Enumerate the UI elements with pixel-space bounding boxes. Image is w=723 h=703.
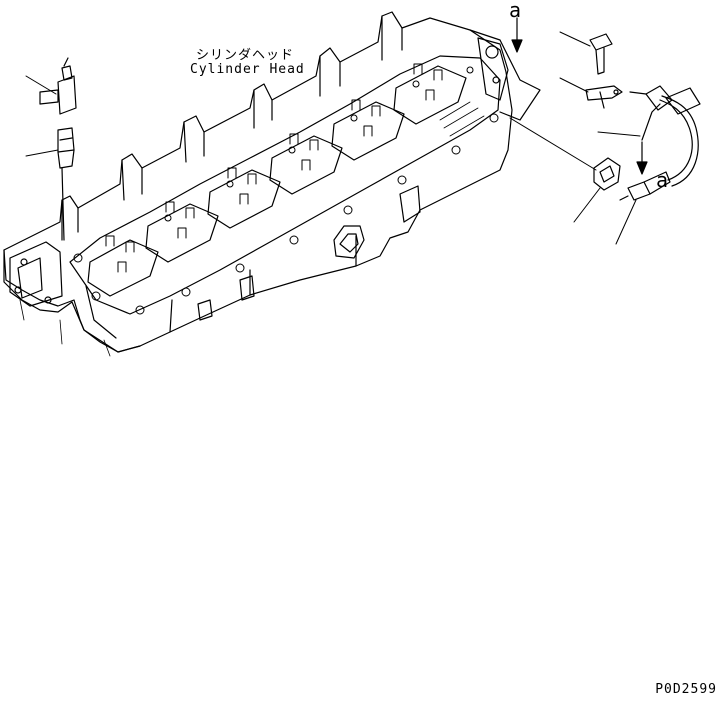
drawing-code: P0D2599 (655, 682, 717, 697)
flange-bolt-drawing (589, 33, 613, 75)
reference-arrow-a (511, 17, 523, 53)
cylinder-head-label-en: Cylinder Head (190, 62, 305, 77)
connector-nipple-drawing (57, 127, 75, 241)
drain-plug-drawing (593, 157, 621, 191)
reference-mark-a-lower: a (656, 168, 669, 192)
leader-lines (25, 31, 641, 245)
reference-arrow-a-lower (636, 141, 648, 175)
cylinder-head-drawing (3, 11, 541, 357)
cylinder-head-label-jp: シリンダヘッド (196, 48, 295, 63)
sensor-bracket-drawing (585, 85, 623, 109)
temperature-sensor-drawing (619, 171, 671, 201)
sensor-harness-drawing (629, 85, 701, 187)
tee-fitting-drawing (39, 57, 77, 115)
reference-mark-a: a (509, 0, 522, 22)
